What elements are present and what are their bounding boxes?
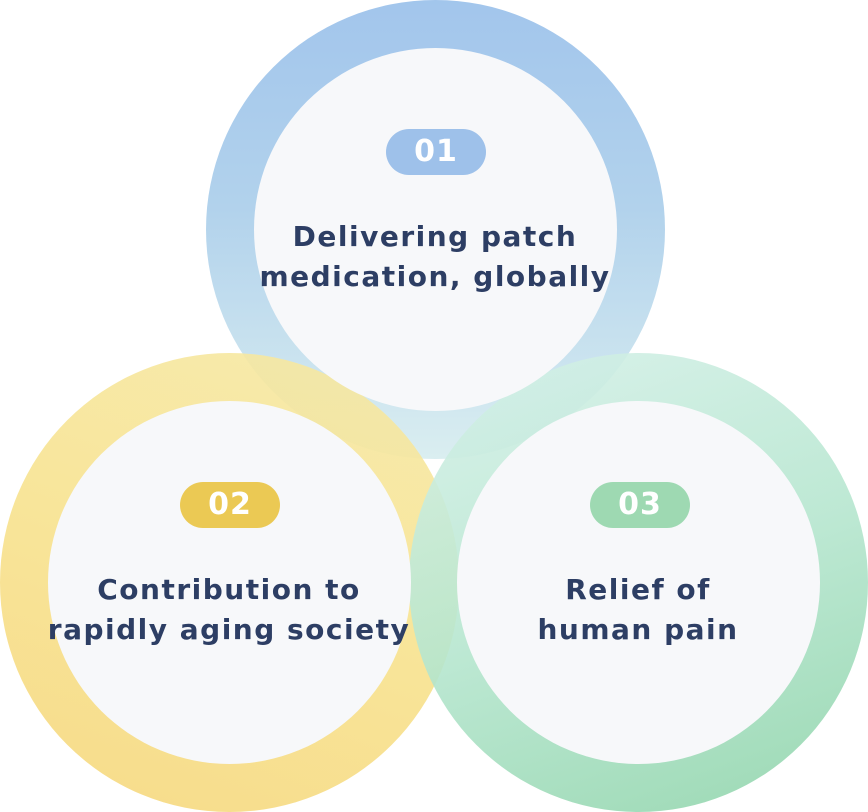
- item-label-02-line-2: rapidly aging society: [47, 613, 411, 646]
- item-label-03-line-1: Relief of: [565, 573, 711, 606]
- item-label-03-line-2: human pain: [537, 613, 739, 646]
- item-label-01-line-2: medication, globally: [259, 260, 611, 293]
- number-badge-02: 02: [180, 482, 280, 528]
- item-label-02-line-1: Contribution to: [97, 573, 361, 606]
- item-label-02: Contribution to rapidly aging society: [19, 570, 439, 650]
- number-badge-03: 03: [590, 482, 690, 528]
- circle-inner-01: [254, 48, 617, 411]
- circle-inner-02: [48, 401, 411, 764]
- item-label-01-line-1: Delivering patch: [292, 220, 578, 253]
- item-label-01: Delivering patch medication, globally: [225, 217, 645, 297]
- circle-inner-03: [457, 401, 820, 764]
- item-label-03: Relief of human pain: [428, 570, 848, 650]
- number-badge-01: 01: [386, 129, 486, 175]
